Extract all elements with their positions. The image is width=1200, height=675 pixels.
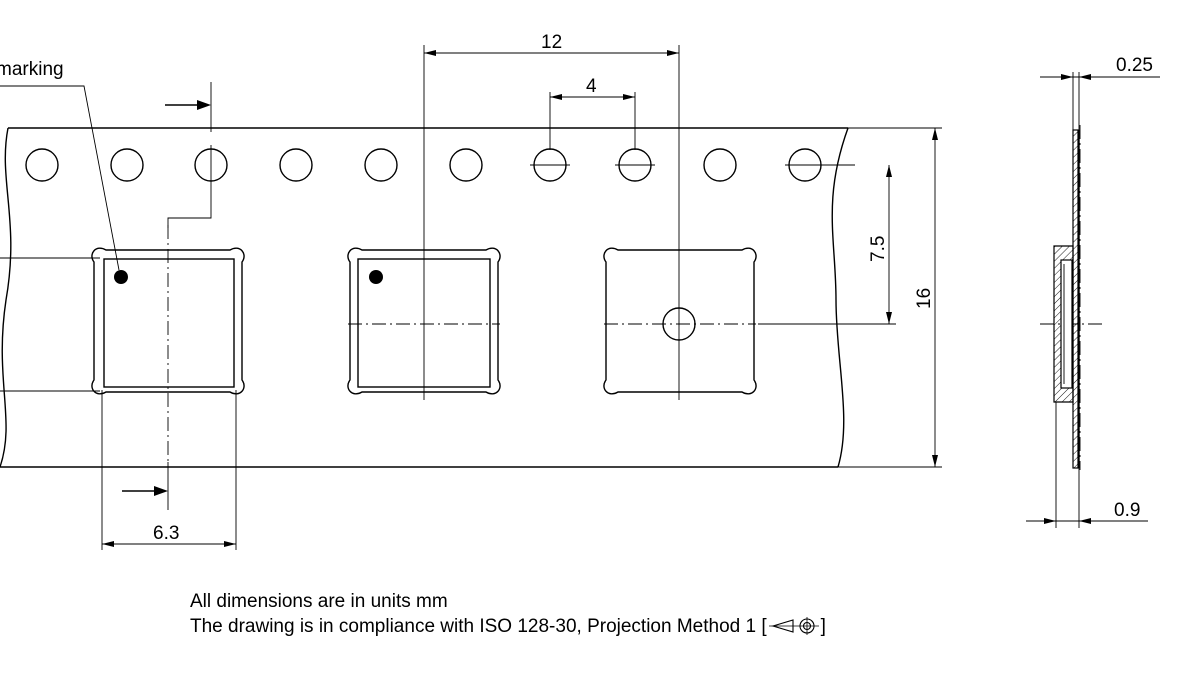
carrier-tape-outline — [0, 127, 849, 468]
dim-hole-pitch: 4 — [586, 76, 597, 97]
dim-tape-width: 16 — [914, 288, 935, 309]
sprocket-hole — [279, 148, 313, 182]
units-note: All dimensions are in units mm — [190, 591, 448, 612]
compliance-bracket: ] — [820, 616, 826, 637]
projection-method-icon — [768, 617, 819, 635]
sprocket-hole — [703, 148, 737, 182]
dim-cover-thickness: 0.25 — [1116, 55, 1153, 76]
dim-pocket-pitch: 12 — [541, 32, 562, 53]
dim-pocket-width: 6.3 — [153, 523, 179, 544]
compliance-text: The drawing is in compliance with ISO 12… — [190, 616, 767, 637]
dimension-lines — [0, 45, 942, 550]
compliance-note: The drawing is in compliance with ISO 12… — [190, 616, 826, 638]
dim-hole-to-center: 7.5 — [868, 236, 889, 262]
dim-tape-thickness: 0.9 — [1114, 500, 1140, 521]
sprocket-hole — [364, 148, 398, 182]
marking-label: marking — [0, 59, 64, 80]
pocket-1 — [91, 247, 245, 395]
side-view — [1026, 72, 1160, 528]
sprocket-hole — [449, 148, 483, 182]
sprocket-holes — [25, 145, 855, 185]
pin1-marking-dot — [114, 270, 128, 284]
sprocket-hole — [25, 148, 59, 182]
pocket-3-empty — [603, 247, 757, 395]
sprocket-hole — [110, 148, 144, 182]
pin1-marking-dot — [369, 270, 383, 284]
